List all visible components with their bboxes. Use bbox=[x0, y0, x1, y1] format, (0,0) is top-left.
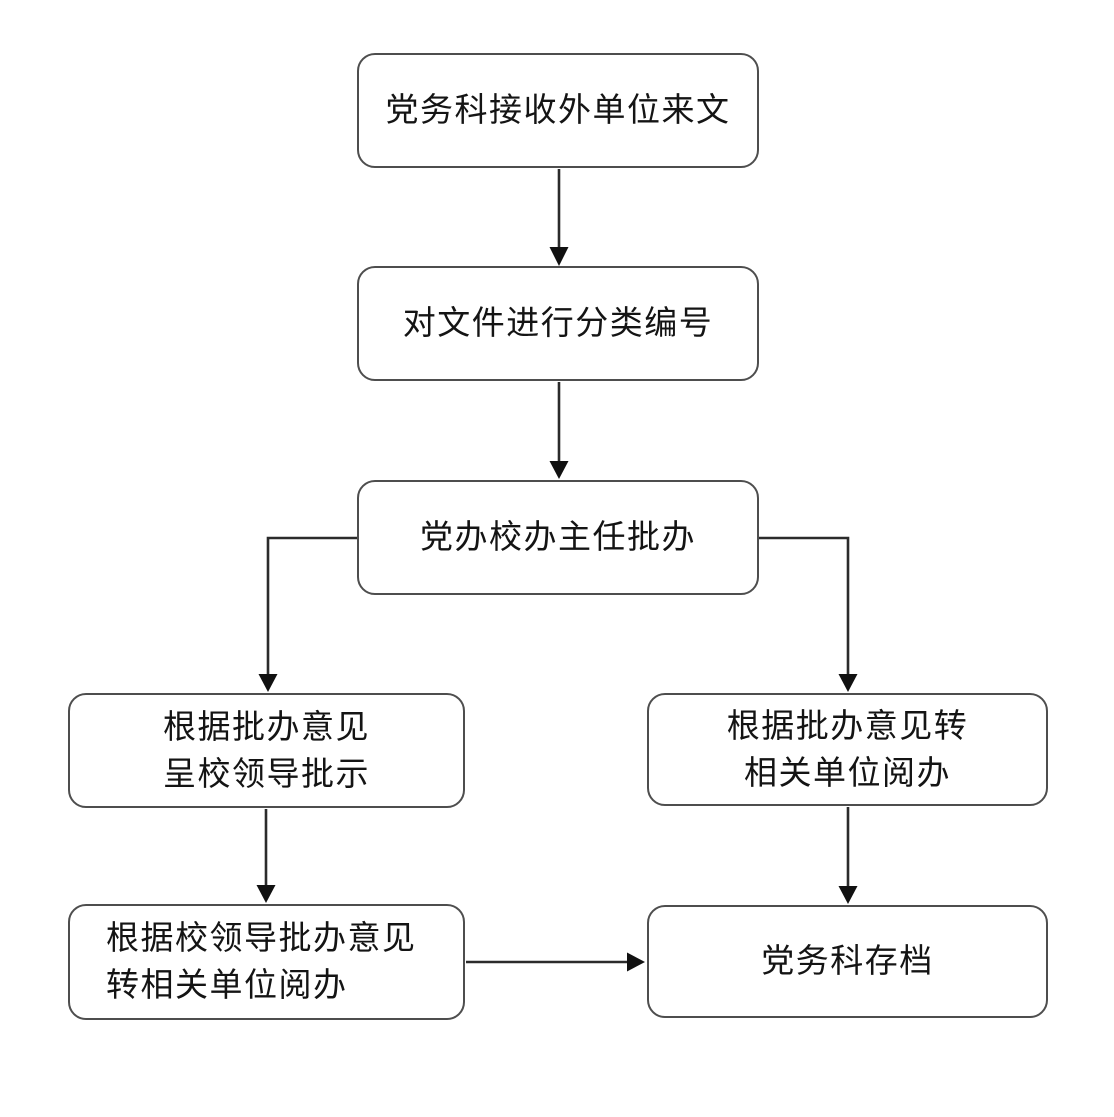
arrowhead-right-icon bbox=[627, 952, 645, 972]
arrowhead-down-icon bbox=[838, 674, 858, 692]
arrowhead-down-icon bbox=[549, 461, 569, 479]
node-label: 党务科接收外单位来文 bbox=[385, 91, 731, 129]
arrow-director-to-submit-leaders bbox=[258, 536, 358, 692]
node-director-review: 党办校办主任批办 bbox=[357, 480, 759, 595]
arrowhead-down-icon bbox=[549, 247, 569, 266]
arrow-classify-to-director bbox=[549, 382, 569, 479]
arrow-leader-transfer-to-archive bbox=[466, 952, 645, 972]
node-submit-leaders: 根据批办意见 呈校领导批示 bbox=[68, 693, 465, 808]
node-archive: 党务科存档 bbox=[647, 905, 1048, 1018]
node-label: 根据批办意见 bbox=[163, 707, 370, 745]
node-label: 党务科存档 bbox=[761, 942, 934, 980]
arrow-receive-to-classify bbox=[549, 169, 569, 266]
node-label: 根据批办意见转 bbox=[726, 706, 969, 744]
node-label: 对文件进行分类编号 bbox=[402, 304, 714, 342]
node-label: 党办校办主任批办 bbox=[420, 518, 696, 556]
node-label: 根据校领导批办意见 bbox=[106, 919, 417, 957]
node-label: 呈校领导批示 bbox=[163, 754, 370, 792]
arrow-submit-leaders-to-leader-transfer bbox=[256, 809, 276, 903]
node-leader-transfer: 根据校领导批办意见 转相关单位阅办 bbox=[68, 904, 465, 1020]
arrow-director-to-transfer-units bbox=[758, 536, 858, 692]
node-classify-number: 对文件进行分类编号 bbox=[357, 266, 759, 381]
arrowhead-down-icon bbox=[258, 674, 278, 692]
node-receive-documents: 党务科接收外单位来文 bbox=[357, 53, 759, 168]
node-label: 相关单位阅办 bbox=[744, 753, 951, 791]
arrowhead-down-icon bbox=[256, 885, 276, 903]
node-label: 转相关单位阅办 bbox=[106, 966, 348, 1003]
arrowhead-down-icon bbox=[838, 886, 858, 904]
node-transfer-units: 根据批办意见转 相关单位阅办 bbox=[647, 693, 1048, 806]
arrow-transfer-units-to-archive bbox=[838, 807, 858, 904]
